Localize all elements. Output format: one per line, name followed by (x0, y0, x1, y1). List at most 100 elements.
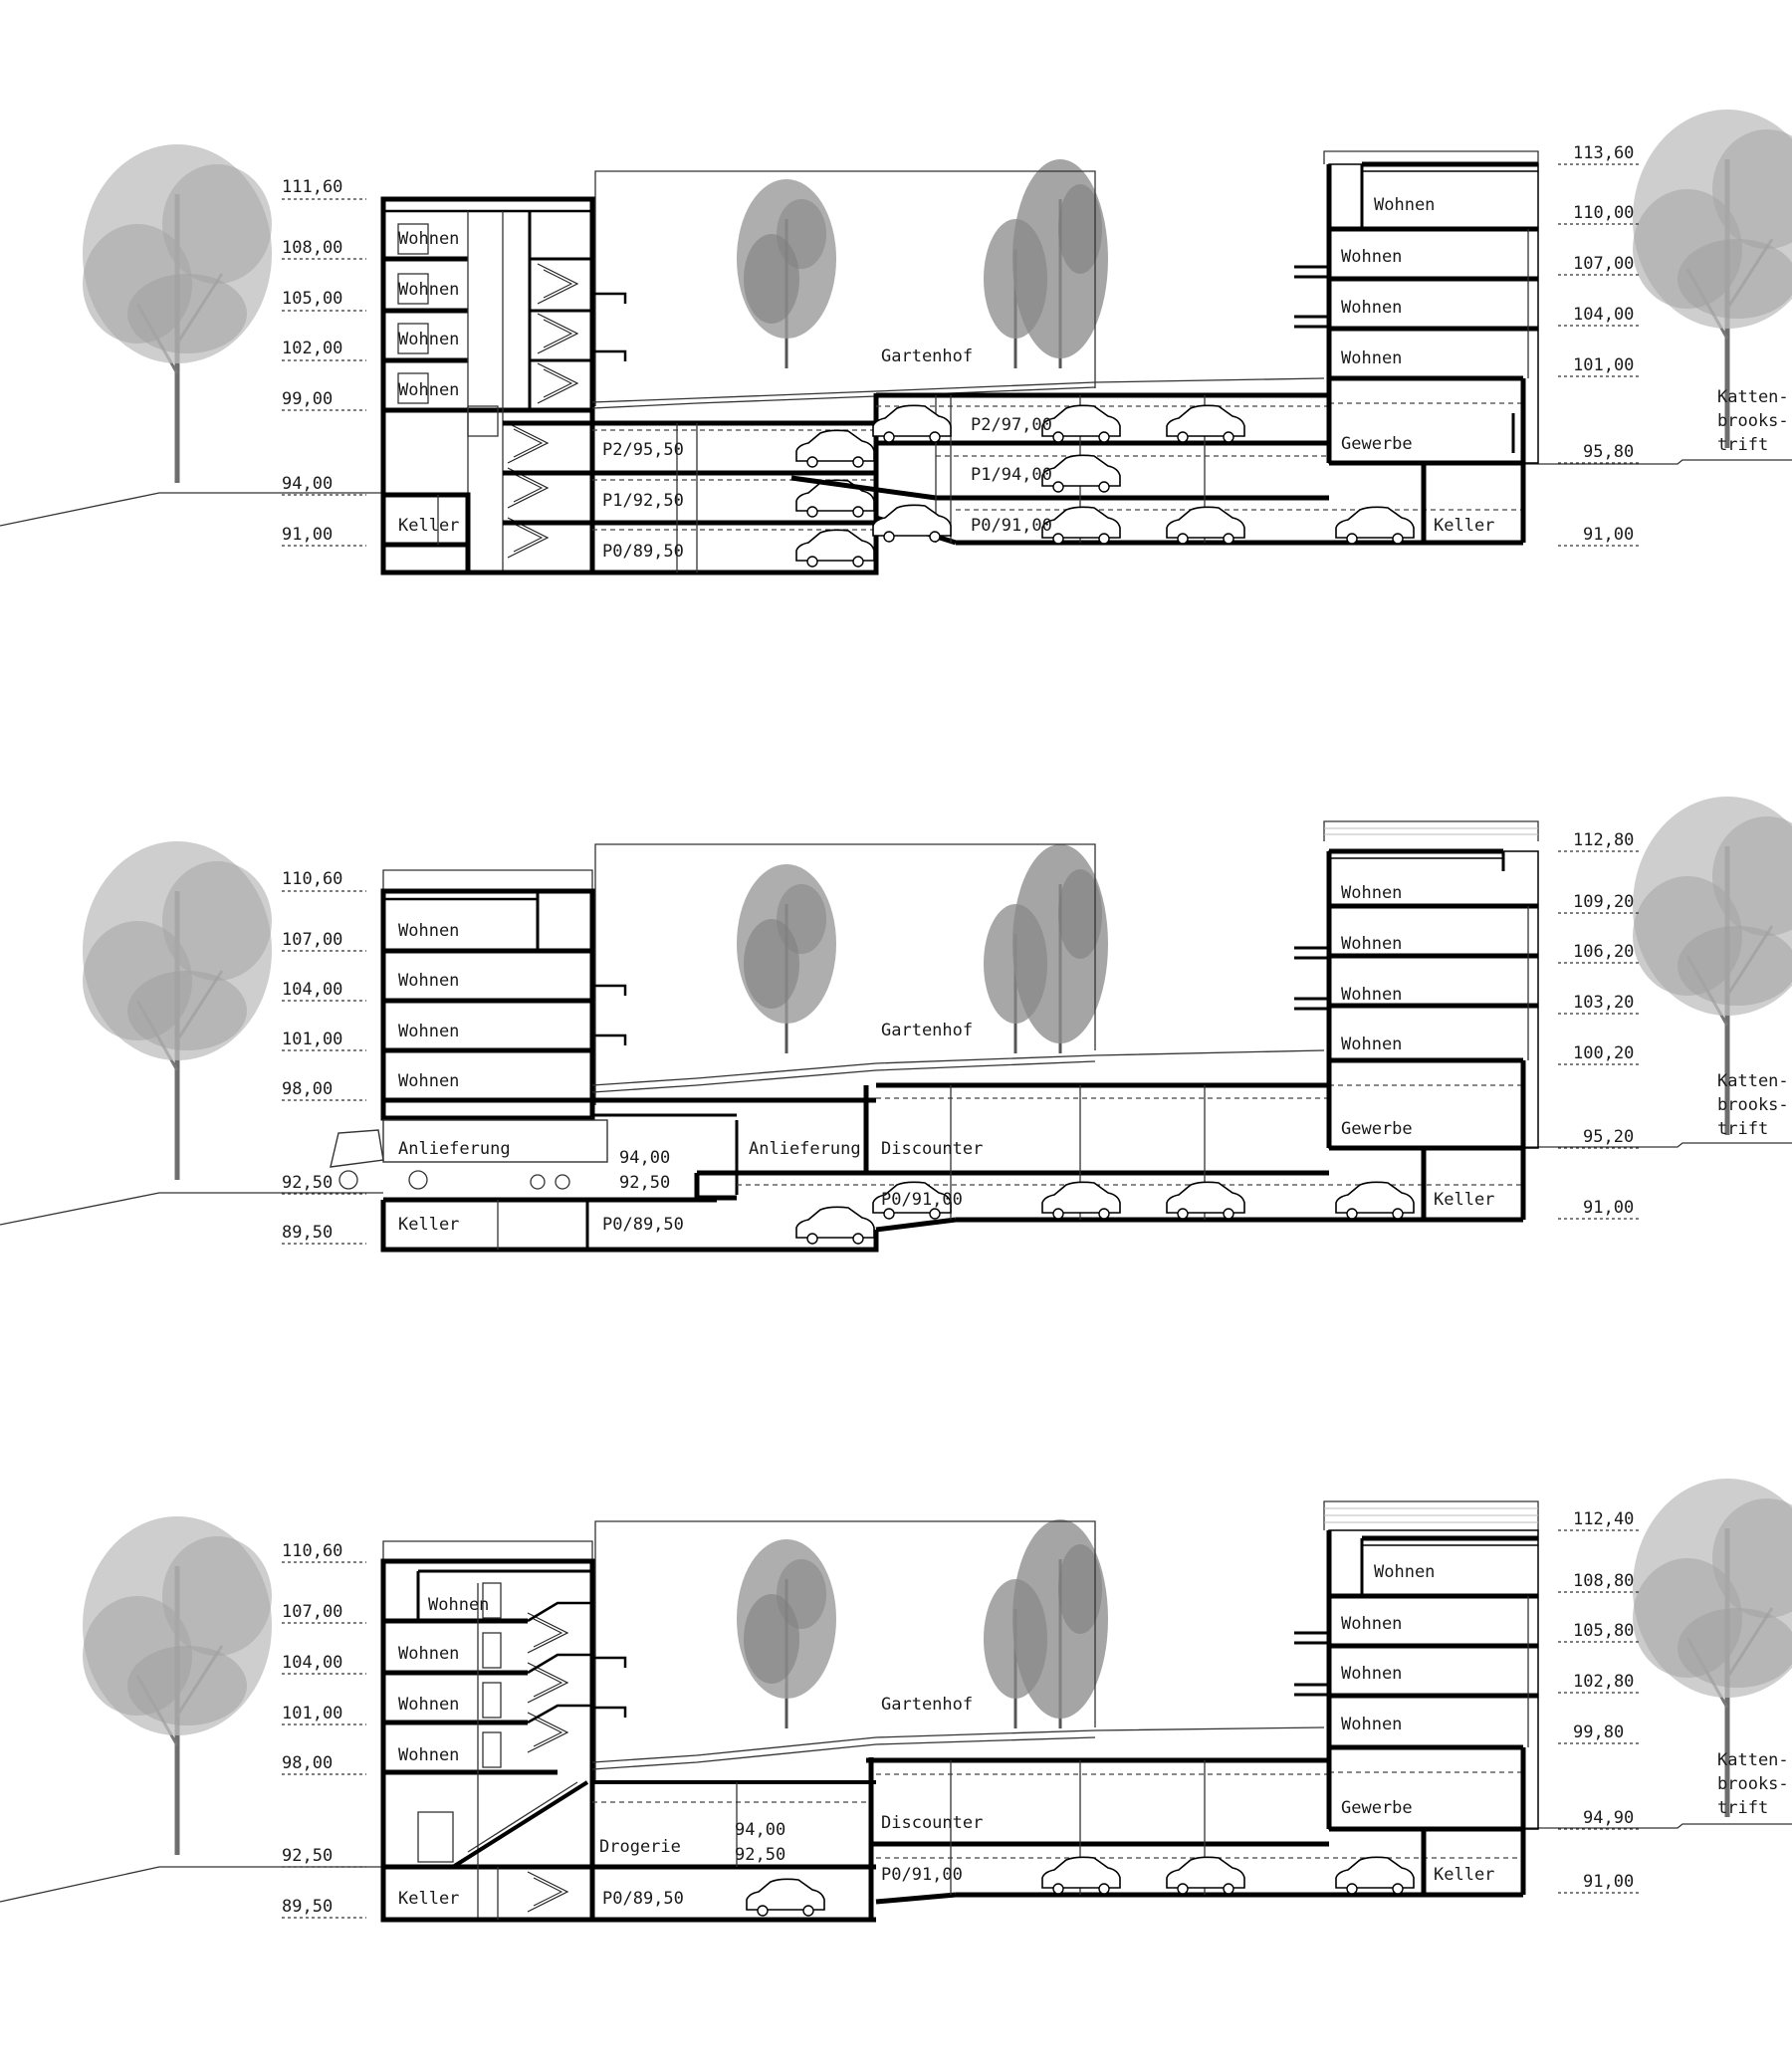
level-marker: 104,00 (1573, 305, 1634, 325)
garage-level-label: P0/91,00 (881, 1865, 963, 1885)
level-markers-right-2: 112,80 109,20 106,20 103,20 100,20 95,20… (1558, 830, 1641, 1220)
left-building-2 (330, 888, 879, 1253)
level-marker: 110,60 (282, 869, 342, 889)
level-marker: 95,20 (1583, 1127, 1634, 1147)
level-marker: 89,50 (282, 1223, 333, 1243)
level-marker: 109,20 (1573, 892, 1634, 912)
room-labels-2: Wohnen Wohnen Wohnen Wohnen Anlieferung … (398, 883, 1789, 1235)
room-label: Wohnen (398, 330, 459, 349)
level-marker: 91,00 (282, 525, 333, 545)
room-label: Wohnen (1341, 1715, 1402, 1734)
level-marker: 104,00 (282, 1653, 342, 1673)
street-label: trift (1717, 435, 1768, 455)
level-marker: 100,20 (1573, 1043, 1634, 1063)
level-marker: 112,40 (1573, 1509, 1634, 1529)
central-garage-1 (591, 377, 1523, 546)
level-marker: 91,00 (1583, 525, 1634, 545)
level-marker: 110,00 (1573, 203, 1634, 223)
level-marker: 94,00 (282, 474, 333, 494)
level-marker: 110,60 (282, 1541, 342, 1561)
garage-level-label: P1/94,00 (971, 465, 1052, 485)
room-label: Discounter (881, 1813, 983, 1833)
room-label: Wohnen (398, 971, 459, 991)
level-markers-left-2: 110,60 107,00 104,00 101,00 98,00 92,50 … (282, 869, 366, 1245)
level-marker: 101,00 (282, 1704, 342, 1723)
level-marker: 92,50 (282, 1846, 333, 1866)
level-markers-left-3: 110,60 107,00 104,00 101,00 98,00 92,50 … (282, 1541, 366, 1919)
section-1: Wohnen Wohnen Wohnen Wohnen Keller P2/95… (0, 110, 1792, 575)
room-label: Wohnen (398, 229, 459, 249)
level-marker: 107,00 (282, 1602, 342, 1622)
room-label: Gewerbe (1341, 434, 1413, 454)
room-label: Wohnen (1341, 934, 1402, 954)
room-labels-3: Wohnen Wohnen Wohnen Wohnen Drogerie 94,… (398, 1562, 1789, 1909)
level-marker: 91,00 (1583, 1872, 1634, 1892)
central-garage-2 (591, 1049, 1523, 1233)
garage-level-label: P0/89,50 (602, 1215, 684, 1235)
level-marker: 101,00 (1573, 355, 1634, 375)
room-label: Wohnen (428, 1595, 489, 1615)
section-2: Wohnen Wohnen Wohnen Wohnen Anlieferung … (0, 797, 1792, 1253)
level-marker: 94,90 (1583, 1808, 1634, 1828)
level-markers-right-1: 113,60 110,00 107,00 104,00 101,00 95,80… (1558, 143, 1641, 547)
level-marker: 99,00 (282, 389, 333, 409)
room-label: Wohnen (398, 1695, 459, 1715)
level-marker: 104,00 (282, 980, 342, 1000)
room-label: Gewerbe (1341, 1119, 1413, 1139)
garage-level-label: P1/92,50 (602, 491, 684, 511)
street-label: Katten- (1717, 1071, 1789, 1091)
right-building-1 (1294, 161, 1539, 543)
level-marker: 107,00 (1573, 254, 1634, 274)
room-label: Wohnen (1341, 1034, 1402, 1054)
room-label: Gewerbe (1341, 1798, 1413, 1818)
garage-level-label: P0/89,50 (602, 1889, 684, 1909)
level-marker: 108,00 (282, 238, 342, 258)
street-label: trift (1717, 1798, 1768, 1818)
room-label: Wohnen (398, 1022, 459, 1041)
left-building-1 (380, 196, 879, 575)
room-label: Anlieferung (749, 1139, 861, 1159)
garage-level-label: P0/89,50 (602, 542, 684, 562)
level-marker: 103,20 (1573, 993, 1634, 1013)
level-marker: 108,80 (1573, 1571, 1634, 1591)
room-label: Wohnen (1341, 1614, 1402, 1634)
inner-level: 92,50 (735, 1845, 785, 1865)
level-markers-left-1: 111,60 108,00 105,00 102,00 99,00 94,00 … (282, 177, 366, 547)
level-marker: 112,80 (1573, 830, 1634, 850)
room-label: Wohnen (398, 380, 459, 400)
delivery-truck-icon (330, 1119, 608, 1190)
room-label: Keller (1434, 1190, 1494, 1210)
level-marker: 106,20 (1573, 942, 1634, 962)
level-marker: 95,80 (1583, 442, 1634, 462)
inner-level: 94,00 (735, 1820, 785, 1840)
room-label: Keller (398, 516, 459, 536)
room-label: Wohnen (1341, 1664, 1402, 1684)
room-label: Anlieferung (398, 1139, 511, 1159)
street-label: Katten- (1717, 387, 1789, 407)
street-label: brooks- (1717, 1774, 1789, 1794)
level-marker: 102,80 (1573, 1672, 1634, 1692)
room-label: Wohnen (398, 280, 459, 300)
room-label: Discounter (881, 1139, 983, 1159)
central-garage-3 (591, 1726, 1523, 1920)
garage-level-label: P2/97,00 (971, 415, 1052, 435)
level-marker: 92,50 (282, 1173, 333, 1193)
room-label: Keller (1434, 516, 1494, 536)
street-label: brooks- (1717, 411, 1789, 431)
courtyard-label: Gartenhof (881, 1021, 973, 1040)
street-label: Katten- (1717, 1750, 1789, 1770)
courtyard-label: Gartenhof (881, 346, 973, 366)
inner-level: 94,00 (619, 1148, 670, 1168)
room-label: Keller (398, 1889, 459, 1909)
level-marker: 98,00 (282, 1753, 333, 1773)
level-marker: 91,00 (1583, 1198, 1634, 1218)
room-label: Drogerie (599, 1837, 681, 1857)
garage-level-label: P2/95,50 (602, 440, 684, 460)
level-marker: 111,60 (282, 177, 342, 197)
room-label: Keller (398, 1215, 459, 1235)
room-label: Wohnen (398, 1644, 459, 1664)
inner-level: 92,50 (619, 1173, 670, 1193)
street-label: trift (1717, 1119, 1768, 1139)
room-label: Wohnen (1374, 195, 1435, 215)
